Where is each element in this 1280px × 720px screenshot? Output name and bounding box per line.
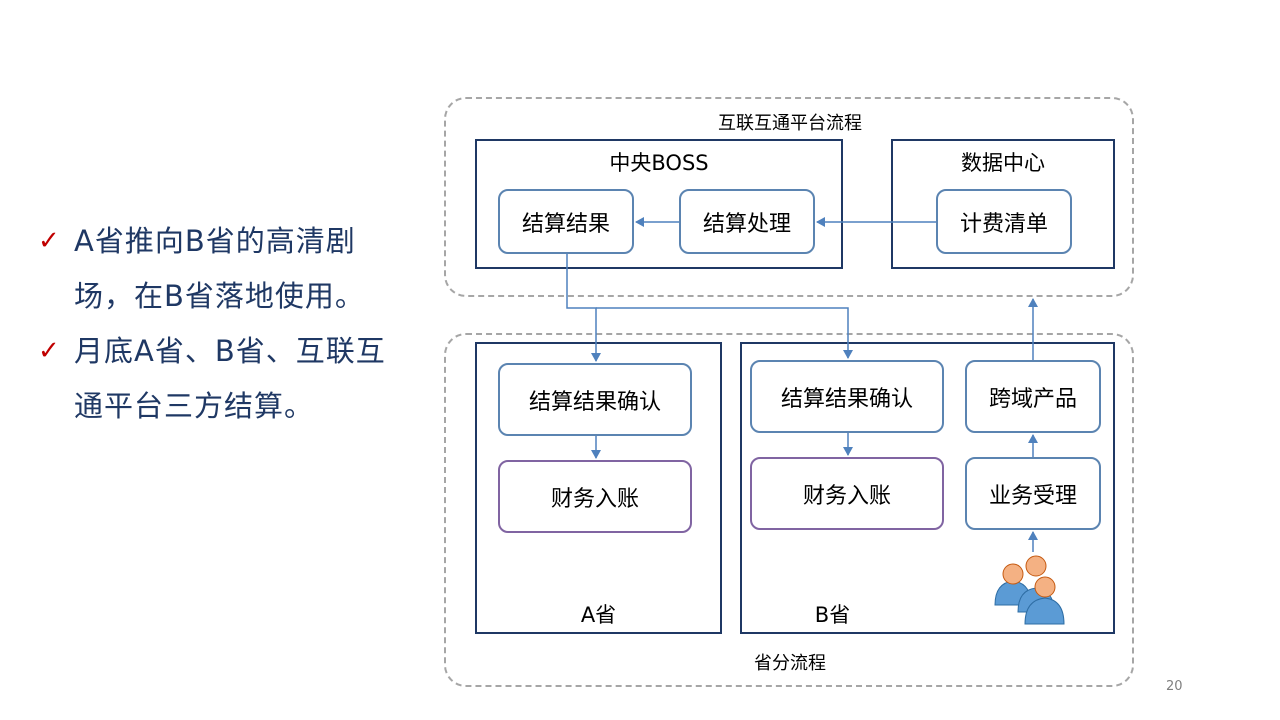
central-boss-title: 中央BOSS (609, 151, 709, 175)
users-icon (994, 555, 1065, 625)
cross-domain-product-node: 跨域产品 (965, 360, 1101, 433)
bullet-text: A省推向B省的高清剧场，在B省落地使用。 (74, 224, 365, 313)
bullet-item: ✓ 月底A省、B省、互联互通平台三方结算。 (38, 324, 398, 434)
province-process-label: 省分流程 (754, 653, 826, 674)
arrow-result-to-b (596, 307, 853, 359)
billing-list-node: 计费清单 (936, 189, 1072, 254)
settlement-result-node: 结算结果 (498, 189, 634, 254)
data-center-title: 数据中心 (961, 151, 1045, 175)
platform-process-label: 互联互通平台流程 (718, 113, 862, 134)
bullet-item: ✓ A省推向B省的高清剧场，在B省落地使用。 (38, 214, 398, 324)
platform-process-group (444, 97, 1134, 297)
page-number: 20 (1166, 679, 1183, 694)
settlement-processing-node: 结算处理 (679, 189, 815, 254)
province-b-title: B省 (814, 603, 851, 627)
province-b-confirm-node: 结算结果确认 (750, 360, 944, 433)
check-icon: ✓ (38, 226, 60, 256)
bullet-list: ✓ A省推向B省的高清剧场，在B省落地使用。 ✓ 月底A省、B省、互联互通平台三… (38, 214, 398, 434)
province-b-finance-node: 财务入账 (750, 457, 944, 530)
province-a-finance-node: 财务入账 (498, 460, 692, 533)
province-a-title: A省 (580, 603, 617, 627)
province-process-group (444, 333, 1134, 687)
business-acceptance-node: 业务受理 (965, 457, 1101, 530)
check-icon: ✓ (38, 336, 60, 366)
arrow-result-to-a (566, 254, 601, 362)
province-a-confirm-node: 结算结果确认 (498, 363, 692, 436)
bullet-text: 月底A省、B省、互联互通平台三方结算。 (74, 334, 386, 423)
